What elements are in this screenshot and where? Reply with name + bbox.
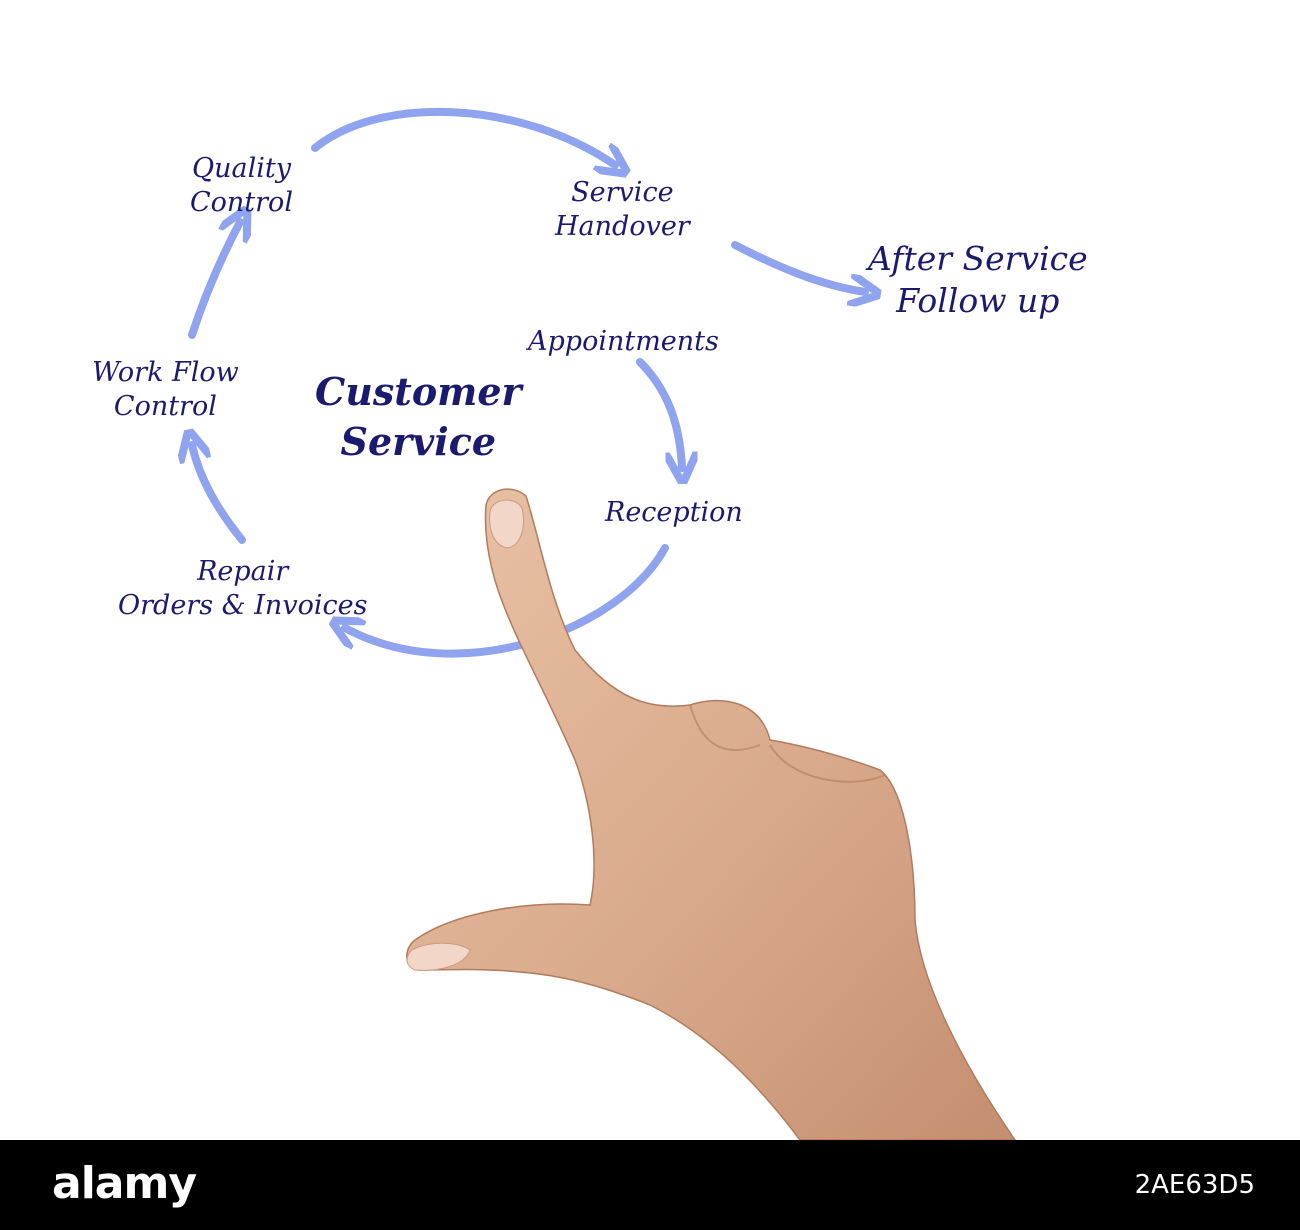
node-repair-line1: Repair <box>197 556 289 587</box>
node-reception: Reception <box>605 496 743 530</box>
thumb-nail <box>406 942 471 971</box>
node-work-flow-control-line1: Work Flow <box>92 357 239 388</box>
arrow-appointments-to-reception <box>636 358 682 468</box>
node-appointments-label: Appointments <box>528 326 719 357</box>
arrow-repair-to-workflow <box>192 445 246 544</box>
node-work-flow-control: Work Flow Control <box>92 356 239 424</box>
center-line1: Customer <box>315 369 522 414</box>
node-work-flow-control-line2: Control <box>113 391 217 422</box>
center-customer-service: Customer Service <box>315 367 522 467</box>
node-service-handover-line2: Handover <box>555 211 690 242</box>
pointing-hand-image <box>406 488 1016 1140</box>
center-line2: Service <box>340 419 497 464</box>
alamy-logo: alamy <box>52 1158 197 1209</box>
node-repair-orders-invoices: Repair Orders & Invoices <box>118 555 367 623</box>
flow-arrows <box>0 107 1300 658</box>
knuckle-line-2 <box>769 744 886 783</box>
node-quality-control-line2: Control <box>190 187 293 218</box>
node-quality-control: Quality Control <box>190 152 293 220</box>
image-code: 2AE63D5 <box>1134 1170 1255 1200</box>
node-after-service-line2: Follow up <box>896 281 1060 320</box>
node-service-handover-line1: Service <box>571 177 674 208</box>
node-after-service-follow-up: After Service Follow up <box>868 238 1088 322</box>
node-service-handover: Service Handover <box>555 176 690 244</box>
node-quality-control-line1: Quality <box>191 153 291 184</box>
arrow-handover-to-followup <box>731 241 865 292</box>
index-fingernail <box>489 499 524 549</box>
node-after-service-line1: After Service <box>868 239 1088 278</box>
node-repair-line2: Orders & Invoices <box>118 590 368 621</box>
hand-shape <box>406 488 1016 1140</box>
watermark-bar: alamy 2AE63D5 <box>0 1140 1300 1230</box>
node-reception-label: Reception <box>605 497 743 528</box>
knuckle-line <box>689 704 761 751</box>
arrow-quality-to-handover <box>311 107 615 165</box>
node-appointments: Appointments <box>528 325 719 359</box>
arrow-workflow-to-quality <box>188 222 240 339</box>
